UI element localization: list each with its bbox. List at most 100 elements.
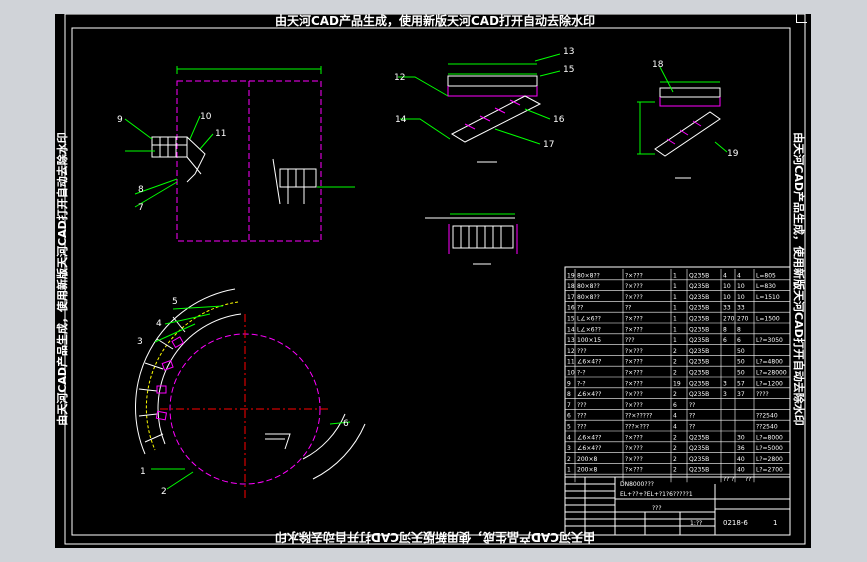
bom-cell-note: L?=5000 xyxy=(756,445,783,452)
bom-cell-unit: 3 xyxy=(723,380,727,387)
bom-cell-qty: 2 xyxy=(673,456,677,463)
bom-cell-name: ??? xyxy=(577,424,587,431)
bom-cell-qty: 2 xyxy=(673,434,677,441)
bom-cell-spec: ?×??? xyxy=(625,370,643,377)
bom-cell-name: ??? xyxy=(577,413,587,420)
bom-cell-name: ∠6×4?? xyxy=(577,359,601,366)
bom-cell-no: 17 xyxy=(567,294,575,301)
bom-cell-no: 6 xyxy=(567,413,571,420)
callout-15: 15 xyxy=(563,65,574,75)
bom-cell-total: 40 xyxy=(737,456,745,463)
bom-cell-mat: ?? xyxy=(689,424,695,431)
title-block: DN8000??? EL+??+?EL+?1?6?????1 0218-6 1 … xyxy=(565,476,790,535)
bom-cell-unit: 10 xyxy=(723,283,731,290)
bom-cell-no: 3 xyxy=(567,445,571,452)
bom-cell-mat: Q235B xyxy=(689,467,709,474)
bom-cell-qty: 19 xyxy=(673,380,681,387)
bom-cell-note: L?=28000 xyxy=(756,370,787,377)
bom-cell-qty: 2 xyxy=(673,348,677,355)
bom-cell-no: 5 xyxy=(567,424,571,431)
cad-drawing-viewport[interactable]: 由天河CAD产品生成，使用新版天河CAD打开自动去除水印 由天河CAD产品生成，… xyxy=(55,14,811,548)
watermark-left: 由天河CAD产品生成，使用新版天河CAD打开自动去除水印 xyxy=(55,132,69,425)
bom-cell-name: 200×8 xyxy=(577,456,597,463)
bom-cell-spec: ??? xyxy=(625,337,635,344)
bom-cell-unit: 4 xyxy=(723,272,727,279)
drawing-number: 0218-6 xyxy=(723,519,748,527)
callout-16: 16 xyxy=(553,115,565,125)
bom-cell-spec: ?×??? xyxy=(625,316,643,323)
bom-cell-unit: 10 xyxy=(723,294,731,301)
bom-cell-note: L?=4800 xyxy=(756,359,783,366)
bom-cell-name: ∠6×4?? xyxy=(577,445,601,452)
bom-cell-qty: 2 xyxy=(673,359,677,366)
bom-cell-spec: ?×??? xyxy=(625,434,643,441)
bom-cell-total: 40 xyxy=(737,467,745,474)
bom-cell-no: 19 xyxy=(567,272,575,279)
bom-cell-total: 33 xyxy=(737,305,745,312)
bom-cell-unit: 3 xyxy=(723,391,727,398)
callout-4: 4 xyxy=(156,319,162,329)
bom-cell-note: L?=1200 xyxy=(756,380,783,387)
bom-cell-spec: ?×??? xyxy=(625,380,643,387)
bom-header-cell: ?? ? xyxy=(723,476,734,483)
bom-cell-spec: ?×??? xyxy=(625,402,643,409)
drawing-frame xyxy=(71,27,791,536)
callout-9: 9 xyxy=(117,115,123,125)
bom-cell-no: 12 xyxy=(567,348,575,355)
bom-cell-total: 50 xyxy=(737,370,745,377)
bom-cell-spec: ?×??? xyxy=(625,326,643,333)
bom-cell-no: 8 xyxy=(567,391,571,398)
bom-cell-mat: Q235B xyxy=(689,305,709,312)
bom-cell-total: 37 xyxy=(737,391,745,398)
bom-cell-no: 2 xyxy=(567,456,571,463)
bom-cell-mat: Q235B xyxy=(689,380,709,387)
bom-cell-qty: 2 xyxy=(673,445,677,452)
bom-cell-spec: ?×??? xyxy=(625,294,643,301)
bom-cell-total: 50 xyxy=(737,348,745,355)
callout-7: 7 xyxy=(138,203,144,213)
bom-cell-mat: ?? xyxy=(689,413,695,420)
bom-cell-mat: Q235B xyxy=(689,326,709,333)
bom-cell-note: ???? xyxy=(756,391,769,398)
bom-cell-total: 50 xyxy=(737,359,745,366)
bom-cell-qty: 1 xyxy=(673,294,677,301)
bom-cell-mat: Q235B xyxy=(689,348,709,355)
bom-cell-qty: 4 xyxy=(673,424,677,431)
bom-cell-mat: Q235B xyxy=(689,445,709,452)
callout-6: 6 xyxy=(343,419,349,429)
callout-3: 3 xyxy=(137,337,143,347)
bom-cell-total: 10 xyxy=(737,294,745,301)
bom-cell-unit: 8 xyxy=(723,326,727,333)
bom-cell-total: 8 xyxy=(737,326,741,333)
bom-cell-name: L∠×6?? xyxy=(577,326,601,333)
elevation-view-left: 9 10 11 8 7 xyxy=(117,66,355,242)
bom-cell-total: 4 xyxy=(737,272,741,279)
bom-cell-mat: Q235B xyxy=(689,316,709,323)
bom-cell-no: 13 xyxy=(567,337,575,344)
bom-cell-mat: Q235B xyxy=(689,359,709,366)
bom-cell-mat: Q235B xyxy=(689,434,709,441)
bom-cell-mat: Q235B xyxy=(689,456,709,463)
bom-cell-qty: 1 xyxy=(673,272,677,279)
bom-cell-mat: Q235B xyxy=(689,272,709,279)
title-line-2: EL+??+?EL+?1?6?????1 xyxy=(620,491,693,498)
bom-cell-spec: ?×??? xyxy=(625,283,643,290)
bom-cell-no: 14 xyxy=(567,326,575,333)
bom-cell-qty: 2 xyxy=(673,370,677,377)
bom-cell-unit: 33 xyxy=(723,305,731,312)
callout-2: 2 xyxy=(161,487,167,497)
bom-cell-name: ?-? xyxy=(577,380,586,387)
bom-cell-qty: 4 xyxy=(673,413,677,420)
bom-cell-note: L?=2700 xyxy=(756,467,783,474)
bom-cell-name: ∠6×4?? xyxy=(577,391,601,398)
bom-cell-spec: ?×??? xyxy=(625,272,643,279)
watermark-right: 由天河CAD产品生成，使用新版天河CAD打开自动去除水印 xyxy=(792,132,806,425)
bom-cell-qty: 1 xyxy=(673,326,677,333)
bom-cell-qty: 2 xyxy=(673,391,677,398)
bom-cell-name: ??? xyxy=(577,402,587,409)
title-line-1: DN8000??? xyxy=(620,481,654,488)
bom-cell-no: 11 xyxy=(567,359,575,366)
callout-10: 10 xyxy=(200,112,212,122)
bom-cell-name: 80×8?? xyxy=(577,272,600,279)
